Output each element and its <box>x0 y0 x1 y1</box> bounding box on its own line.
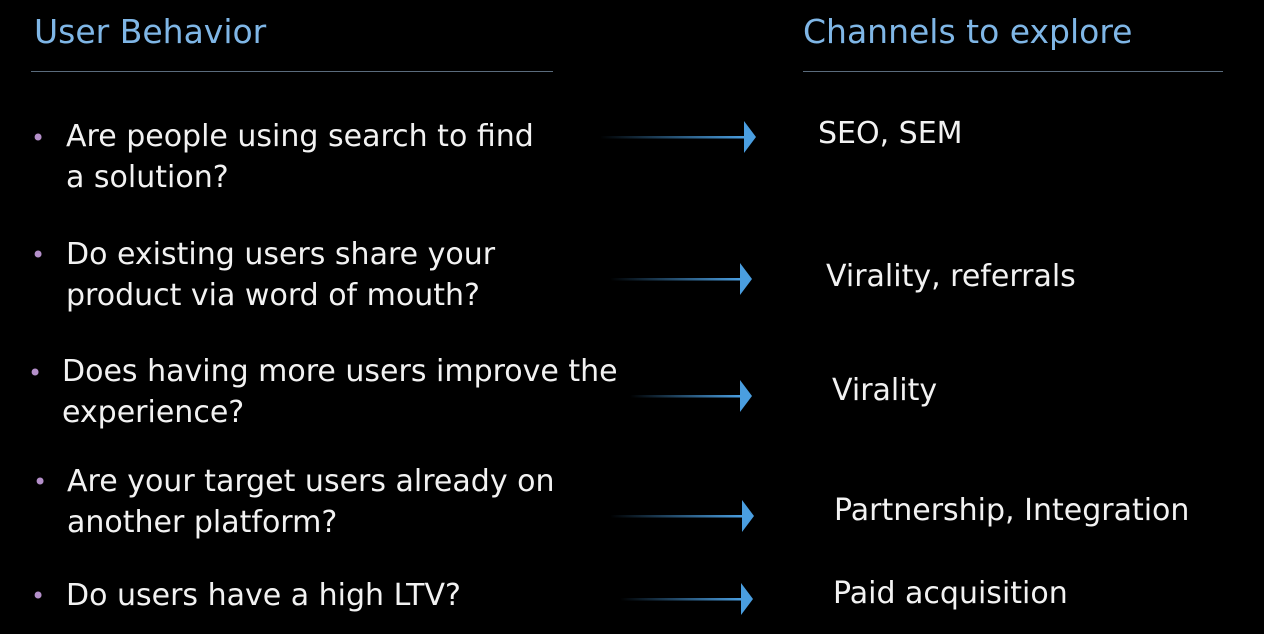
right-arrow-icon <box>610 259 760 299</box>
channel-label: Paid acquisition <box>833 576 1068 611</box>
channel-label: Virality <box>832 373 938 408</box>
bullet-icon: • <box>33 468 48 496</box>
bullet-icon: • <box>31 582 46 610</box>
right-arrow-icon <box>610 496 760 536</box>
channel-label: Virality, referrals <box>826 259 1076 294</box>
right-arrow-icon <box>620 579 760 619</box>
channel-label: SEO, SEM <box>818 116 963 151</box>
channels-heading: Channels to explore <box>803 12 1133 51</box>
right-arrow-icon <box>600 117 760 157</box>
bullet-icon: • <box>28 359 43 387</box>
channels-heading-rule <box>803 71 1223 72</box>
behavior-question: Do users have a high LTV? <box>66 578 461 613</box>
behavior-question: Are your target users already on another… <box>67 464 555 540</box>
right-arrow-icon <box>630 376 760 416</box>
bullet-icon: • <box>31 241 46 269</box>
user-behavior-heading-rule <box>31 71 553 72</box>
behavior-question: Does having more users improve the exper… <box>62 354 618 430</box>
user-behavior-heading: User Behavior <box>34 12 267 51</box>
behavior-question: Do existing users share your product via… <box>66 237 496 313</box>
bullet-icon: • <box>31 124 46 152</box>
channel-label: Partnership, Integration <box>834 493 1190 528</box>
behavior-question: Are people using search to find a soluti… <box>66 119 534 195</box>
